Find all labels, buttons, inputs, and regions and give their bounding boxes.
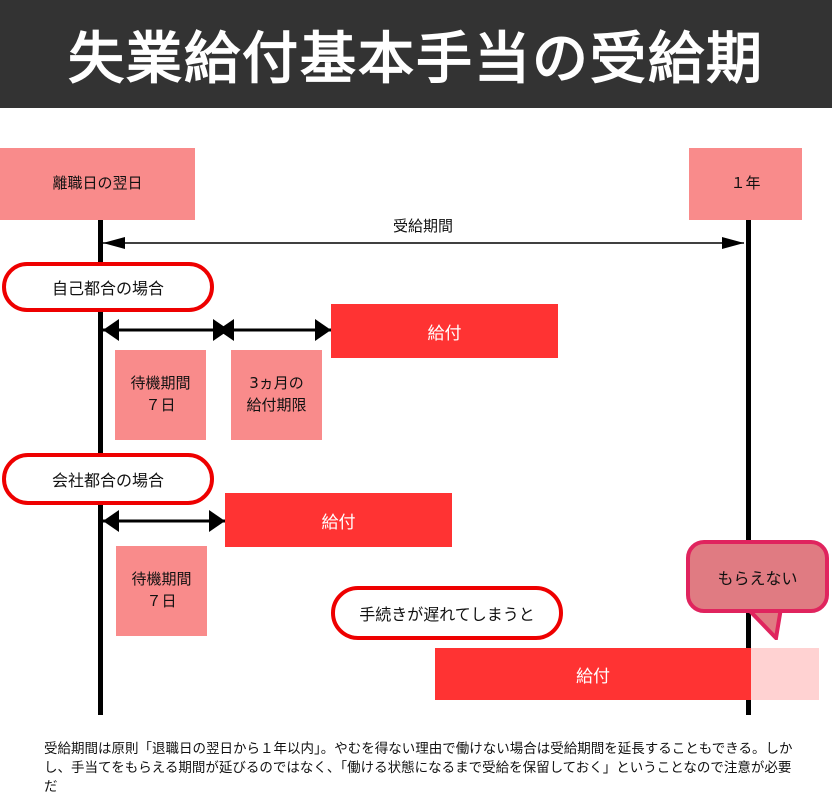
late-benefit-bar: 給付 [435, 648, 751, 700]
self-benefit-bar: 給付 [331, 304, 558, 358]
self-restriction-box: 3ヵ月の 給付期限 [231, 350, 322, 440]
lost-period-bar [751, 648, 819, 700]
not-received-callout: もらえない [686, 540, 829, 613]
period-label: 受給期間 [370, 216, 476, 238]
page-title: 失業給付基本手当の受給期 [0, 0, 832, 108]
footer-note: 受給期間は原則「退職日の翌日から１年以内」。やむを得ない理由で働けない場合は受給… [44, 741, 793, 795]
late-label: 手続きが遅れてしまうと [331, 586, 563, 640]
callout-tail [745, 606, 783, 640]
company-reason-label: 会社都合の場合 [2, 453, 214, 505]
end-label-box: １年 [689, 148, 802, 220]
self-waiting-box: 待機期間 ７日 [115, 350, 206, 440]
company-benefit-bar: 給付 [225, 493, 452, 547]
self-reason-label: 自己都合の場合 [2, 262, 214, 312]
company-waiting-box: 待機期間 ７日 [116, 546, 207, 636]
end-timeline-line [746, 220, 751, 715]
start-label-box: 離職日の翌日 [0, 148, 195, 220]
